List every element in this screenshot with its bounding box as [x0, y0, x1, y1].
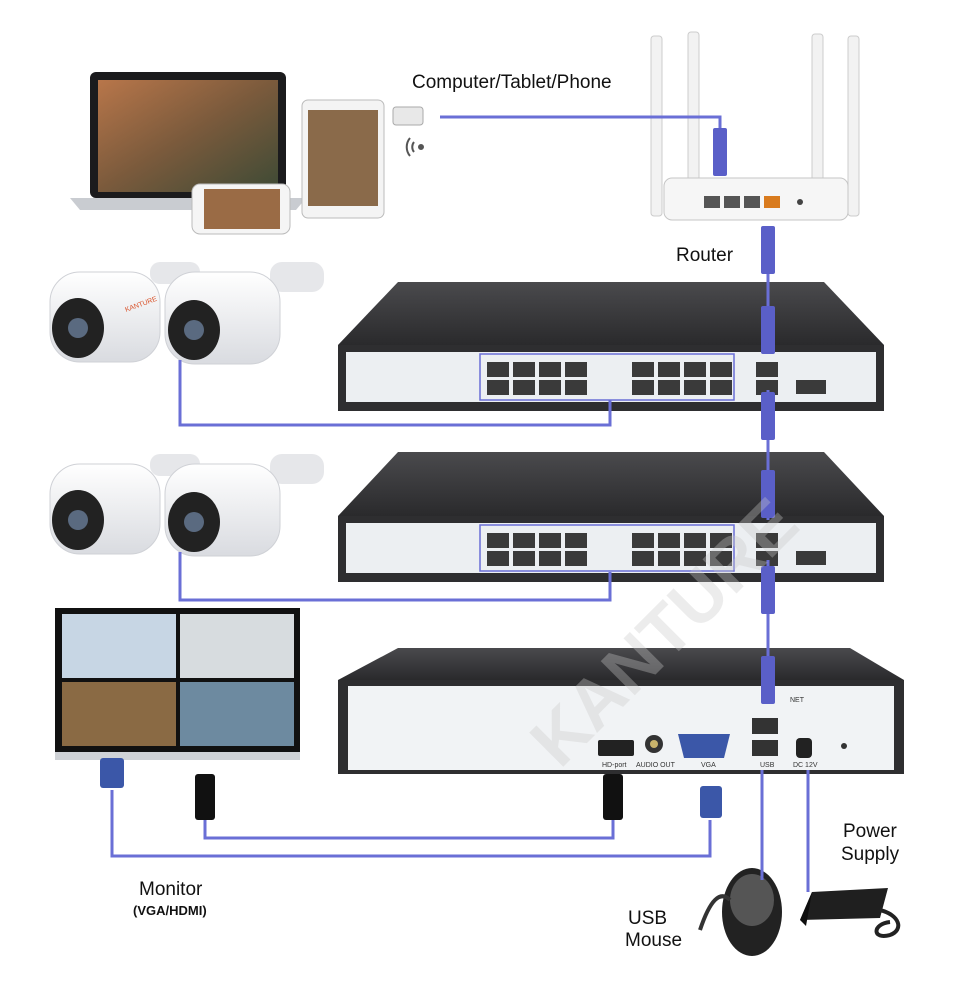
- nvr-label-usb: USB: [760, 762, 775, 769]
- label-monitor-sub: (VGA/HDMI): [133, 903, 207, 918]
- label-power-line2: Supply: [841, 844, 900, 865]
- label-usb-mouse-line1: USB: [628, 908, 668, 929]
- label-router: Router: [676, 245, 734, 266]
- usb-mouse: [698, 868, 782, 956]
- wifi-icon: [405, 137, 424, 157]
- tablet: [301, 99, 385, 219]
- camera-2: [164, 262, 324, 365]
- nvr-recorder: [338, 648, 904, 774]
- camera-4: [164, 454, 324, 557]
- nvr-label-vga: VGA: [701, 762, 716, 769]
- router: [650, 31, 860, 221]
- video-cables: [110, 770, 810, 892]
- nvr-label-audio-out: AUDIO OUT: [636, 762, 676, 769]
- switch-1-ports: [487, 362, 826, 395]
- nvr-label-net: NET: [790, 697, 805, 704]
- nvr-label-dc: DC 12V: [793, 762, 818, 769]
- power-supply: [800, 888, 901, 938]
- monitor: [55, 608, 300, 760]
- cable-connectors: [100, 106, 775, 820]
- laptop: [70, 72, 306, 210]
- poe-switch-2: [338, 452, 884, 582]
- label-power-line1: Power: [843, 821, 897, 842]
- nvr-label-hd-port: HD-port: [602, 762, 627, 769]
- phone: [191, 183, 291, 235]
- label-devices: Computer/Tablet/Phone: [412, 72, 612, 93]
- poe-switch-1: [338, 282, 884, 411]
- label-usb-mouse-line2: Mouse: [625, 930, 683, 951]
- switch-2-ports: [487, 533, 826, 566]
- label-monitor: Monitor: [139, 879, 203, 900]
